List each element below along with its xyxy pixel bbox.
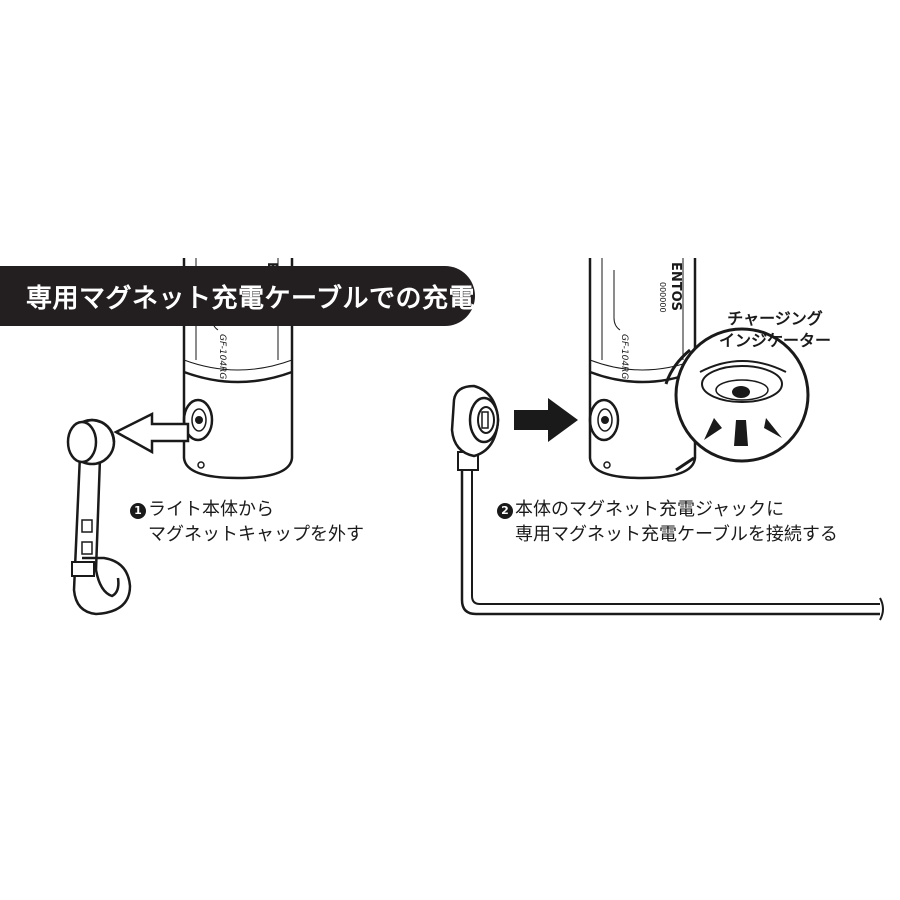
banner-title: 専用マグネット充電ケーブルでの充電 xyxy=(26,283,475,314)
indicator-label-line1: チャージング xyxy=(727,309,823,328)
device-model-left: GF-104RG xyxy=(217,334,227,379)
step-1-line1: ライト本体から xyxy=(148,499,274,520)
magnet-cable xyxy=(450,384,884,621)
step-2-number: 2 xyxy=(497,503,513,519)
device-model-right: GF-104RG xyxy=(619,334,629,379)
connect-arrow-icon xyxy=(514,398,578,442)
section-banner: 専用マグネット充電ケーブルでの充電 xyxy=(0,266,475,326)
remove-arrow-icon xyxy=(113,411,190,455)
step-2-line1: 本体のマグネット充電ジャックに xyxy=(515,499,785,520)
step-1-number: 1 xyxy=(130,503,146,519)
device-brand-right: ENTOS xyxy=(668,262,683,311)
magnet-cap xyxy=(66,418,132,616)
step-1-line2: マグネットキャップを外す xyxy=(148,524,364,545)
charging-indicator-label: チャージング インジケーター xyxy=(700,308,850,352)
indicator-label-line2: インジケーター xyxy=(718,331,831,350)
device-serial-right: 000000 xyxy=(658,282,667,313)
step-2-line2: 専用マグネット充電ケーブルを接続する xyxy=(515,524,838,545)
charging-indicator-callout xyxy=(664,327,810,472)
